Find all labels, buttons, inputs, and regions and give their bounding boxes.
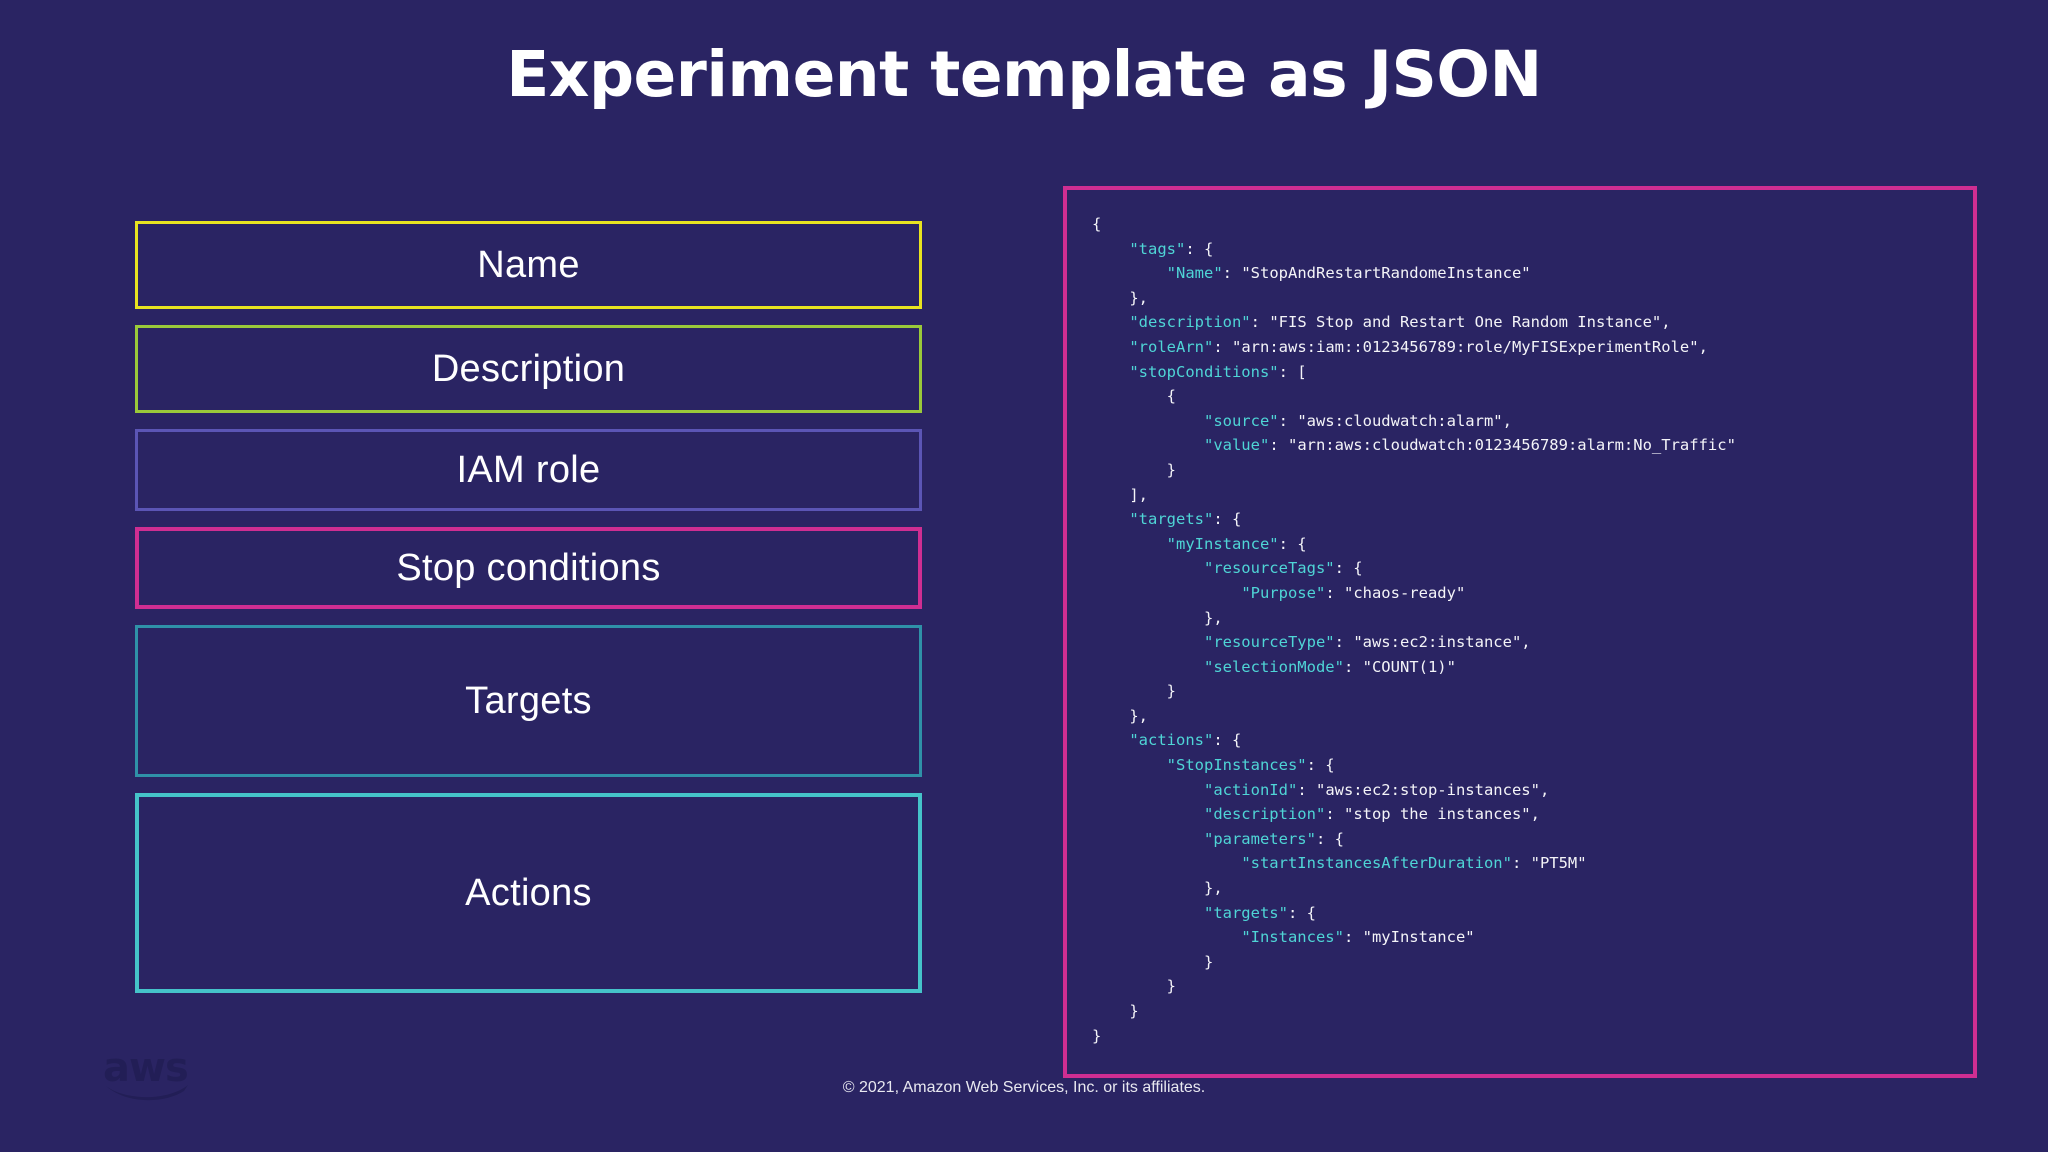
json-code-line: }: [1092, 1026, 1102, 1045]
json-code-line: "targets": {: [1203, 903, 1316, 922]
json-code-line: "value": "arn:aws:cloudwatch:0123456789:…: [1203, 436, 1736, 455]
json-code-line: },: [1203, 879, 1223, 898]
json-code-line: }: [1203, 952, 1214, 971]
json-code-line: "StopInstances": {: [1166, 756, 1335, 775]
json-code-line: "parameters": {: [1203, 829, 1344, 848]
json-code-line: "source": "aws:cloudwatch:alarm",: [1203, 411, 1512, 430]
json-code-line: "selectionMode": "COUNT(1)": [1203, 657, 1456, 676]
concept-box-stop-conditions: Stop conditions: [135, 527, 922, 609]
json-code-line: },: [1129, 288, 1148, 307]
json-code-line: },: [1203, 608, 1223, 627]
concept-box-label: Name: [477, 244, 580, 286]
concept-box-iam-role: IAM role: [135, 429, 922, 511]
json-code-line: "myInstance": {: [1166, 534, 1307, 553]
json-code-line: "Name": "StopAndRestartRandomeInstance": [1166, 264, 1531, 283]
json-code-line: "Purpose": "chaos-ready": [1241, 583, 1466, 602]
concept-box-actions: Actions: [135, 793, 922, 993]
concept-box-label: Targets: [465, 680, 592, 722]
json-code-line: "targets": {: [1129, 510, 1242, 529]
json-code-line: "stopConditions": [: [1129, 362, 1307, 381]
json-code-line: "startInstancesAfterDuration": "PT5M": [1241, 854, 1587, 873]
json-code-line: }: [1166, 682, 1176, 701]
concept-box-label: IAM role: [456, 449, 601, 491]
json-code-line: "tags": {: [1129, 239, 1214, 258]
footer-copyright: © 2021, Amazon Web Services, Inc. or its…: [842, 1079, 1206, 1096]
aws-logo-wordmark: aws: [103, 1045, 189, 1091]
json-code-line: "resourceTags": {: [1203, 559, 1363, 578]
json-code-line: "description": "stop the instances",: [1203, 805, 1540, 824]
page-title: Experiment template as JSON: [506, 38, 1542, 111]
json-code-line: "roleArn": "arn:aws:iam::0123456789:role…: [1129, 337, 1708, 356]
concept-box-description: Description: [135, 325, 922, 413]
json-code-line: "Instances": "myInstance": [1241, 928, 1475, 947]
aws-logo: aws: [103, 1048, 198, 1104]
concept-box-targets: Targets: [135, 625, 922, 777]
json-code-line: "description": "FIS Stop and Restart One…: [1129, 313, 1671, 332]
concept-box-label: Stop conditions: [396, 547, 661, 589]
json-code-line: }: [1129, 1002, 1139, 1020]
concept-box-name: Name: [135, 221, 922, 309]
json-code-line: {: [1166, 387, 1176, 406]
aws-smile-icon: [106, 1085, 188, 1101]
json-code-line: {: [1092, 215, 1102, 233]
json-code-line: "actions": {: [1129, 731, 1242, 750]
concept-box-label: Actions: [465, 872, 592, 914]
json-code-line: "resourceType": "aws:ec2:instance",: [1203, 633, 1531, 652]
json-code-line: }: [1166, 977, 1176, 996]
json-code-panel: { "tags": { "Name": "StopAndRestartRando…: [1063, 186, 1977, 1078]
json-code-block: { "tags": { "Name": "StopAndRestartRando…: [1092, 212, 1736, 1048]
concept-box-label: Description: [431, 348, 626, 390]
json-code-line: },: [1129, 706, 1148, 725]
json-code-line: }: [1166, 460, 1176, 479]
json-code-line: ],: [1129, 485, 1148, 504]
json-code-line: "actionId": "aws:ec2:stop-instances",: [1203, 780, 1550, 799]
